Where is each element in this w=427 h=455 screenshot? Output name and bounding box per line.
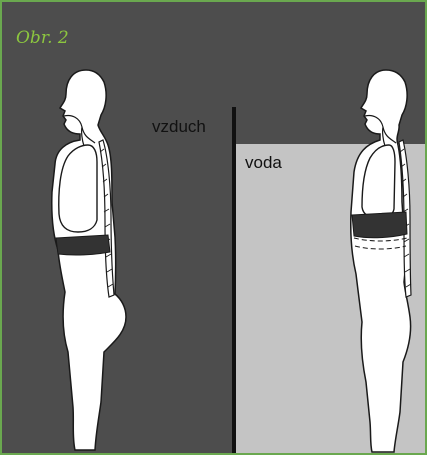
- figure-caption: Obr. 2: [16, 28, 69, 48]
- diaphragm-right: [352, 212, 407, 238]
- water-label: voda: [245, 154, 282, 171]
- air-label: vzduch: [152, 118, 206, 135]
- diaphragm-left: [56, 235, 110, 255]
